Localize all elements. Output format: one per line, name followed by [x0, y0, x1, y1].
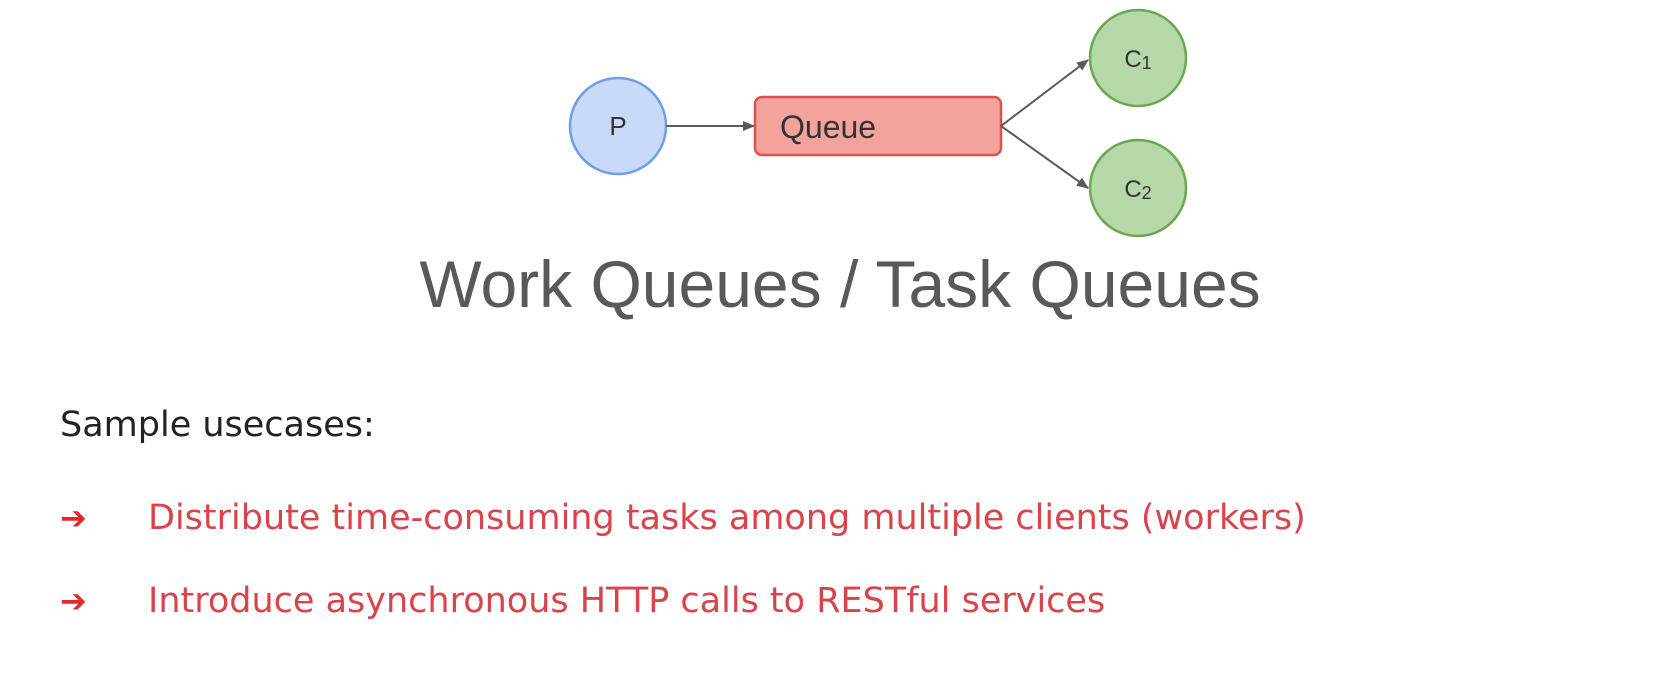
consumer-1-subscript: 1: [1142, 53, 1152, 73]
queue-to-c1-arrow: [1000, 59, 1089, 127]
consumer-2-letter: C: [1124, 176, 1141, 203]
consumer-1-label: C1: [1124, 46, 1151, 73]
consumer-node-1: C1: [1088, 8, 1188, 108]
slide-title: Work Queues / Task Queues: [419, 247, 1261, 321]
consumer-1-letter: C: [1124, 46, 1141, 73]
producer-label: P: [609, 111, 626, 141]
producer-node: P: [568, 76, 668, 176]
consumer-2-label: C2: [1124, 176, 1151, 203]
right-arrow-icon: ➔: [60, 582, 87, 620]
consumer-node-2: C2: [1088, 138, 1188, 238]
usecase-item-1: ➔ Distribute time-consuming tasks among …: [60, 493, 1306, 543]
usecase-item-2: ➔ Introduce asynchronous HTTP calls to R…: [60, 576, 1105, 626]
usecase-text-2: Introduce asynchronous HTTP calls to RES…: [148, 581, 1106, 621]
consumer-2-subscript: 2: [1142, 183, 1152, 203]
work-queue-diagram: P Queue C1 C2: [568, 8, 1188, 238]
usecase-text-1: Distribute time-consuming tasks among mu…: [148, 498, 1306, 538]
queue-to-c2-arrow: [1000, 125, 1089, 189]
queue-node: Queue: [753, 95, 1003, 157]
queue-label: Queue: [780, 109, 876, 145]
usecases-heading: Sample usecases:: [60, 405, 375, 445]
right-arrow-icon: ➔: [60, 499, 87, 537]
